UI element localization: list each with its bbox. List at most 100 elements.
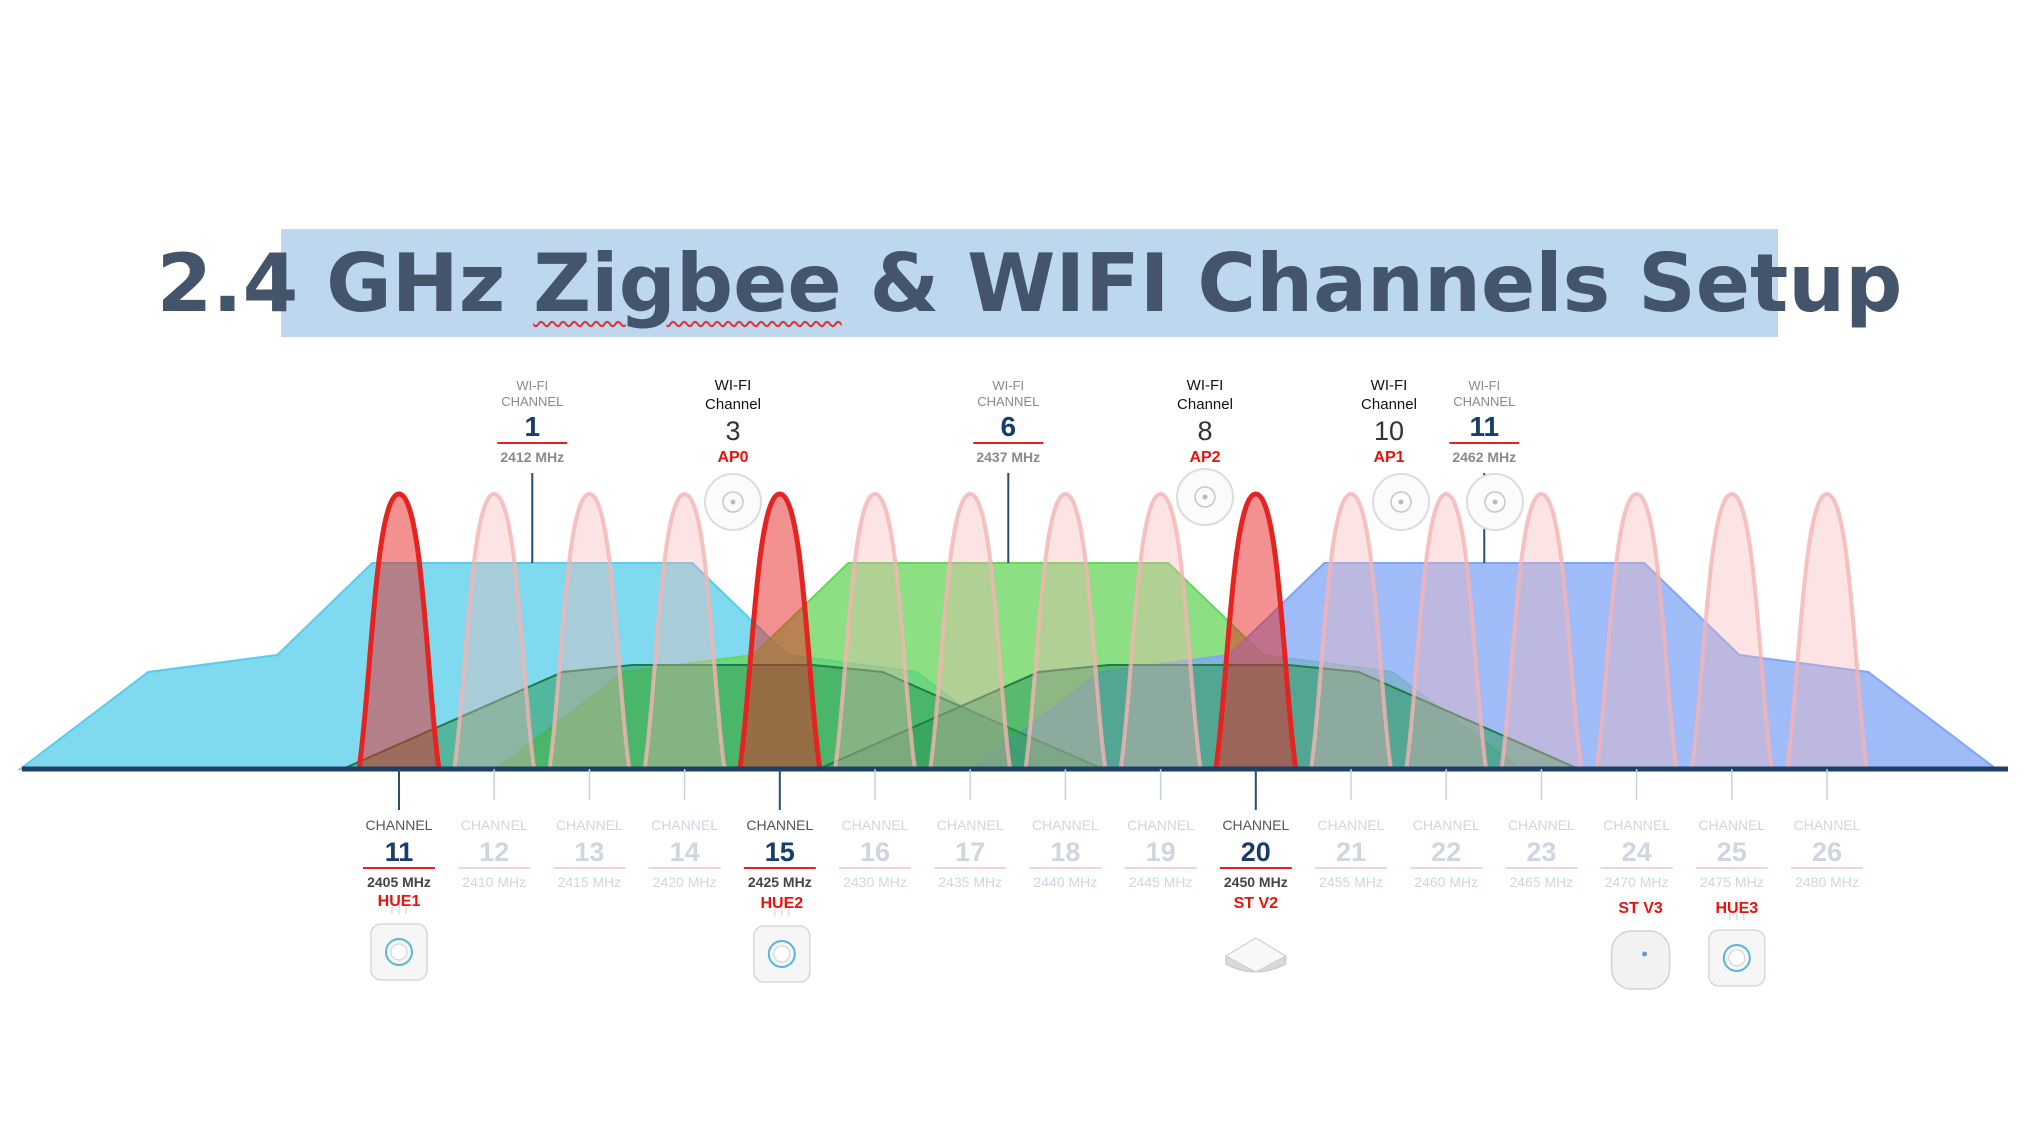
zigbee-channel-freq: 2425 MHz xyxy=(748,874,812,890)
hue-bridge-button xyxy=(390,943,408,961)
zigbee-channel-freq: 2440 MHz xyxy=(1033,874,1097,890)
zigbee-hump-23 xyxy=(1499,491,1584,771)
zigbee-channel-freq: 2480 MHz xyxy=(1795,874,1859,890)
st-hub-top xyxy=(1224,937,1288,973)
ap-led xyxy=(1398,499,1404,505)
device-hue3-icon xyxy=(1708,913,1766,987)
st-hub-v3-led xyxy=(1642,951,1648,957)
zigbee-device-label: HUE1 xyxy=(378,893,421,910)
wifi-channel-number: 10 xyxy=(1374,416,1404,446)
zigbee-channel-label: CHANNEL xyxy=(1794,817,1861,833)
wifi-device-label: AP2 xyxy=(1189,449,1220,466)
zigbee-channel-label: CHANNEL xyxy=(1603,817,1670,833)
hue-bridge-button xyxy=(1728,949,1746,967)
wifi-label-top: WI-FI xyxy=(992,378,1024,393)
ap-ring xyxy=(1390,491,1412,513)
zigbee-hump-25 xyxy=(1689,491,1775,771)
zigbee-channel-label: CHANNEL xyxy=(1032,817,1099,833)
title-banner: 2.4 GHz Zigbee & WIFI Channels Setup xyxy=(157,229,1902,337)
zigbee-channel-12: CHANNEL 12 2410 MHz xyxy=(458,769,531,890)
wifi-label-mid: CHANNEL xyxy=(501,394,563,409)
hue-bridge-ring xyxy=(767,940,796,968)
zigbee-hump-12 xyxy=(451,491,537,771)
zigbee-hump-24 xyxy=(1594,491,1679,771)
zigbee-channel-label: CHANNEL xyxy=(1127,817,1194,833)
zigbee-channel-number: 21 xyxy=(1336,837,1366,867)
title-prefix: 2.4 GHz xyxy=(156,236,534,330)
zigbee-channel-label: CHANNEL xyxy=(366,817,433,833)
zigbee-channel-label: CHANNEL xyxy=(746,817,813,833)
wifi-label-top: WI-FI xyxy=(715,377,752,394)
zigbee-channel-freq: 2410 MHz xyxy=(462,874,526,890)
ap-led xyxy=(1202,494,1208,500)
wifi-label-mid: Channel xyxy=(1177,396,1233,413)
ap-ring xyxy=(722,491,744,513)
ap-led xyxy=(730,499,736,505)
zigbee-hump-11 xyxy=(356,491,442,772)
ap-ring xyxy=(1194,486,1216,508)
wifi-channel-freq: 2462 MHz xyxy=(1452,449,1516,465)
access-point-ch11-icon xyxy=(1466,473,1524,531)
access-point-ap1-icon xyxy=(1372,473,1430,531)
zigbee-hump-17 xyxy=(927,491,1013,771)
wifi-label-mid: Channel xyxy=(705,396,761,413)
zigbee-channel-label: CHANNEL xyxy=(842,817,909,833)
hue-bridge-ring xyxy=(1722,944,1751,972)
zigbee-channel-number: 24 xyxy=(1622,837,1652,867)
wifi-channel-number: 6 xyxy=(1000,411,1016,442)
wifi-device-label: AP0 xyxy=(717,449,748,466)
zigbee-channel-label: CHANNEL xyxy=(651,817,718,833)
zigbee-hump-21 xyxy=(1308,491,1394,771)
zigbee-channel-number: 16 xyxy=(860,837,890,867)
hue-bridge-button xyxy=(773,945,791,963)
ap-led xyxy=(1492,499,1498,505)
zigbee-channel-freq: 2405 MHz xyxy=(367,874,431,890)
zigbee-channel-label: CHANNEL xyxy=(937,817,1004,833)
access-point-ap2-icon xyxy=(1176,468,1234,526)
zigbee-channel-freq: 2470 MHz xyxy=(1605,874,1669,890)
zigbee-channel-freq: 2435 MHz xyxy=(938,874,1002,890)
zigbee-hump-26 xyxy=(1784,491,1870,771)
zigbee-channel-number: 26 xyxy=(1812,837,1842,867)
zigbee-channel-freq: 2430 MHz xyxy=(843,874,907,890)
zigbee-device-label: HUE2 xyxy=(760,895,803,912)
wifi-label-mid: CHANNEL xyxy=(1453,394,1515,409)
zigbee-channel-number: 11 xyxy=(385,837,414,867)
zigbee-hump-22 xyxy=(1403,491,1489,771)
zigbee-channel-label: CHANNEL xyxy=(461,817,528,833)
zigbee-channel-freq: 2445 MHz xyxy=(1129,874,1193,890)
zigbee-channel-label: CHANNEL xyxy=(1318,817,1385,833)
zigbee-device-label: ST V3 xyxy=(1618,900,1663,917)
zigbee-channel-label: CHANNEL xyxy=(1413,817,1480,833)
device-st-v2-icon xyxy=(1224,937,1288,973)
zigbee-channel-freq: 2475 MHz xyxy=(1700,874,1764,890)
zigbee-hump-16 xyxy=(832,491,918,771)
zigbee-device-label: ST V2 xyxy=(1234,895,1279,912)
zigbee-channel-16: CHANNEL 16 2430 MHz xyxy=(839,769,911,890)
wifi-device-label: AP1 xyxy=(1373,449,1404,466)
zigbee-channel-number: 12 xyxy=(479,837,509,867)
title-underlined-word: Zigbee xyxy=(533,236,842,330)
zigbee-channel-freq: 2460 MHz xyxy=(1414,874,1478,890)
wifi-channel-number: 8 xyxy=(1197,416,1212,446)
zigbee-channel-number: 14 xyxy=(670,837,700,867)
wifi-label-top: WI-FI xyxy=(1187,377,1224,394)
zigbee-device-label: HUE3 xyxy=(1715,900,1758,917)
wifi-channel-number: 11 xyxy=(1469,411,1499,442)
device-hue1-icon xyxy=(370,907,428,981)
